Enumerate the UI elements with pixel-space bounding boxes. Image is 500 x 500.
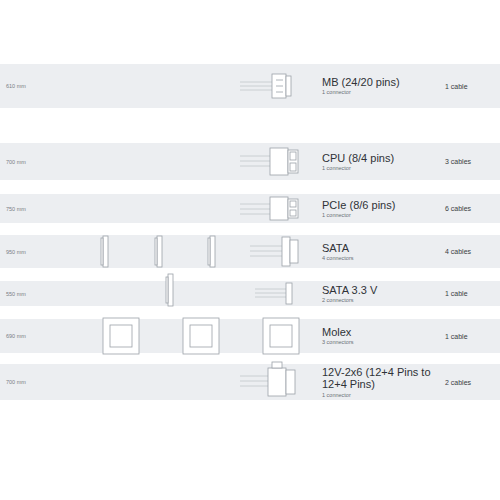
connector-count: 1 connector (322, 89, 440, 95)
connector-name: CPU (8/4 pins) (322, 152, 440, 164)
connector-name: 12V-2x6 (12+4 Pins to 12+4 Pins) (322, 366, 440, 391)
cable-length: 700 mm (6, 379, 26, 385)
cable-band: 610 mm MB (24/20 pins)1 connector 1 cable (0, 64, 500, 108)
connector-label: SATA4 connectors (322, 242, 440, 261)
cable-count: 1 cable (445, 290, 468, 297)
connector-label: Molex3 connectors (322, 326, 440, 345)
connector-count: 1 connector (322, 165, 440, 171)
cable-count: 1 cable (445, 333, 468, 340)
connector-name: MB (24/20 pins) (322, 76, 440, 88)
cable-band: 700 mm CPU (8/4 pins)1 connector 3 cables (0, 143, 500, 180)
cable-length: 700 mm (6, 159, 26, 165)
connector-count: 1 connector (322, 212, 440, 218)
connector-count: 2 connectors (322, 297, 440, 303)
cable-length: 550 mm (6, 291, 26, 297)
cable-band: 550 mm SATA 3.3 V2 connectors 1 cable (0, 281, 500, 306)
cable-count: 3 cables (445, 158, 471, 165)
connector-name: PCIe (8/6 pins) (322, 199, 440, 211)
cable-count: 6 cables (445, 205, 471, 212)
connector-label: MB (24/20 pins)1 connector (322, 76, 440, 95)
cable-count: 4 cables (445, 248, 471, 255)
connector-label: SATA 3.3 V2 connectors (322, 284, 440, 303)
cable-length: 610 mm (6, 83, 26, 89)
cable-count: 2 cables (445, 379, 471, 386)
connector-label: 12V-2x6 (12+4 Pins to 12+4 Pins)1 connec… (322, 366, 440, 398)
cable-length: 950 mm (6, 249, 26, 255)
connector-name: Molex (322, 326, 440, 338)
cable-band: 690 mm Molex3 connectors 1 cable (0, 319, 500, 353)
connector-icons (101, 74, 299, 396)
cable-band: 950 mm SATA4 connectors 4 cables (0, 235, 500, 268)
cable-bands (0, 64, 500, 400)
cable-count: 1 cable (445, 83, 468, 90)
connector-label: PCIe (8/6 pins)1 connector (322, 199, 440, 218)
connector-name: SATA (322, 242, 440, 254)
connector-count: 3 connectors (322, 339, 440, 345)
connector-count: 4 connectors (322, 255, 440, 261)
cable-band: 700 mm 12V-2x6 (12+4 Pins to 12+4 Pins)1 … (0, 364, 500, 400)
cable-band: 750 mm PCIe (8/6 pins)1 connector 6 cables (0, 194, 500, 223)
connector-count: 1 connector (322, 392, 440, 398)
connector-name: SATA 3.3 V (322, 284, 440, 296)
cable-length: 690 mm (6, 333, 26, 339)
connector-label: CPU (8/4 pins)1 connector (322, 152, 440, 171)
cable-length: 750 mm (6, 206, 26, 212)
